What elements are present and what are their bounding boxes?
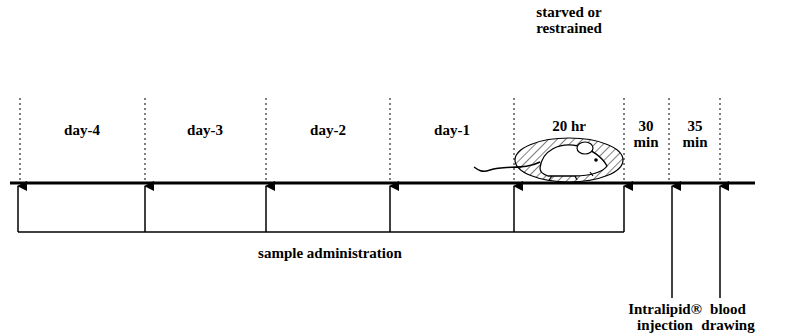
- period-label: day-1: [434, 122, 470, 138]
- period-label: 20 hr: [552, 118, 586, 134]
- period-label: 30 min: [633, 118, 658, 150]
- administration-bracket: [18, 186, 624, 232]
- event-label: Intralipid® injection: [628, 301, 702, 333]
- event-arrows: [672, 186, 720, 298]
- period-label: 35 min: [682, 118, 707, 150]
- period-label: day-3: [187, 122, 223, 138]
- event-label: blood drawing: [701, 301, 754, 333]
- timeline-axis: [10, 182, 755, 185]
- bracket-label: sample administration: [258, 245, 402, 261]
- mouse-illustration: [474, 138, 623, 182]
- condition-label: starved or restrained: [536, 4, 602, 36]
- period-label: day-2: [310, 122, 346, 138]
- period-label: day-4: [64, 122, 100, 138]
